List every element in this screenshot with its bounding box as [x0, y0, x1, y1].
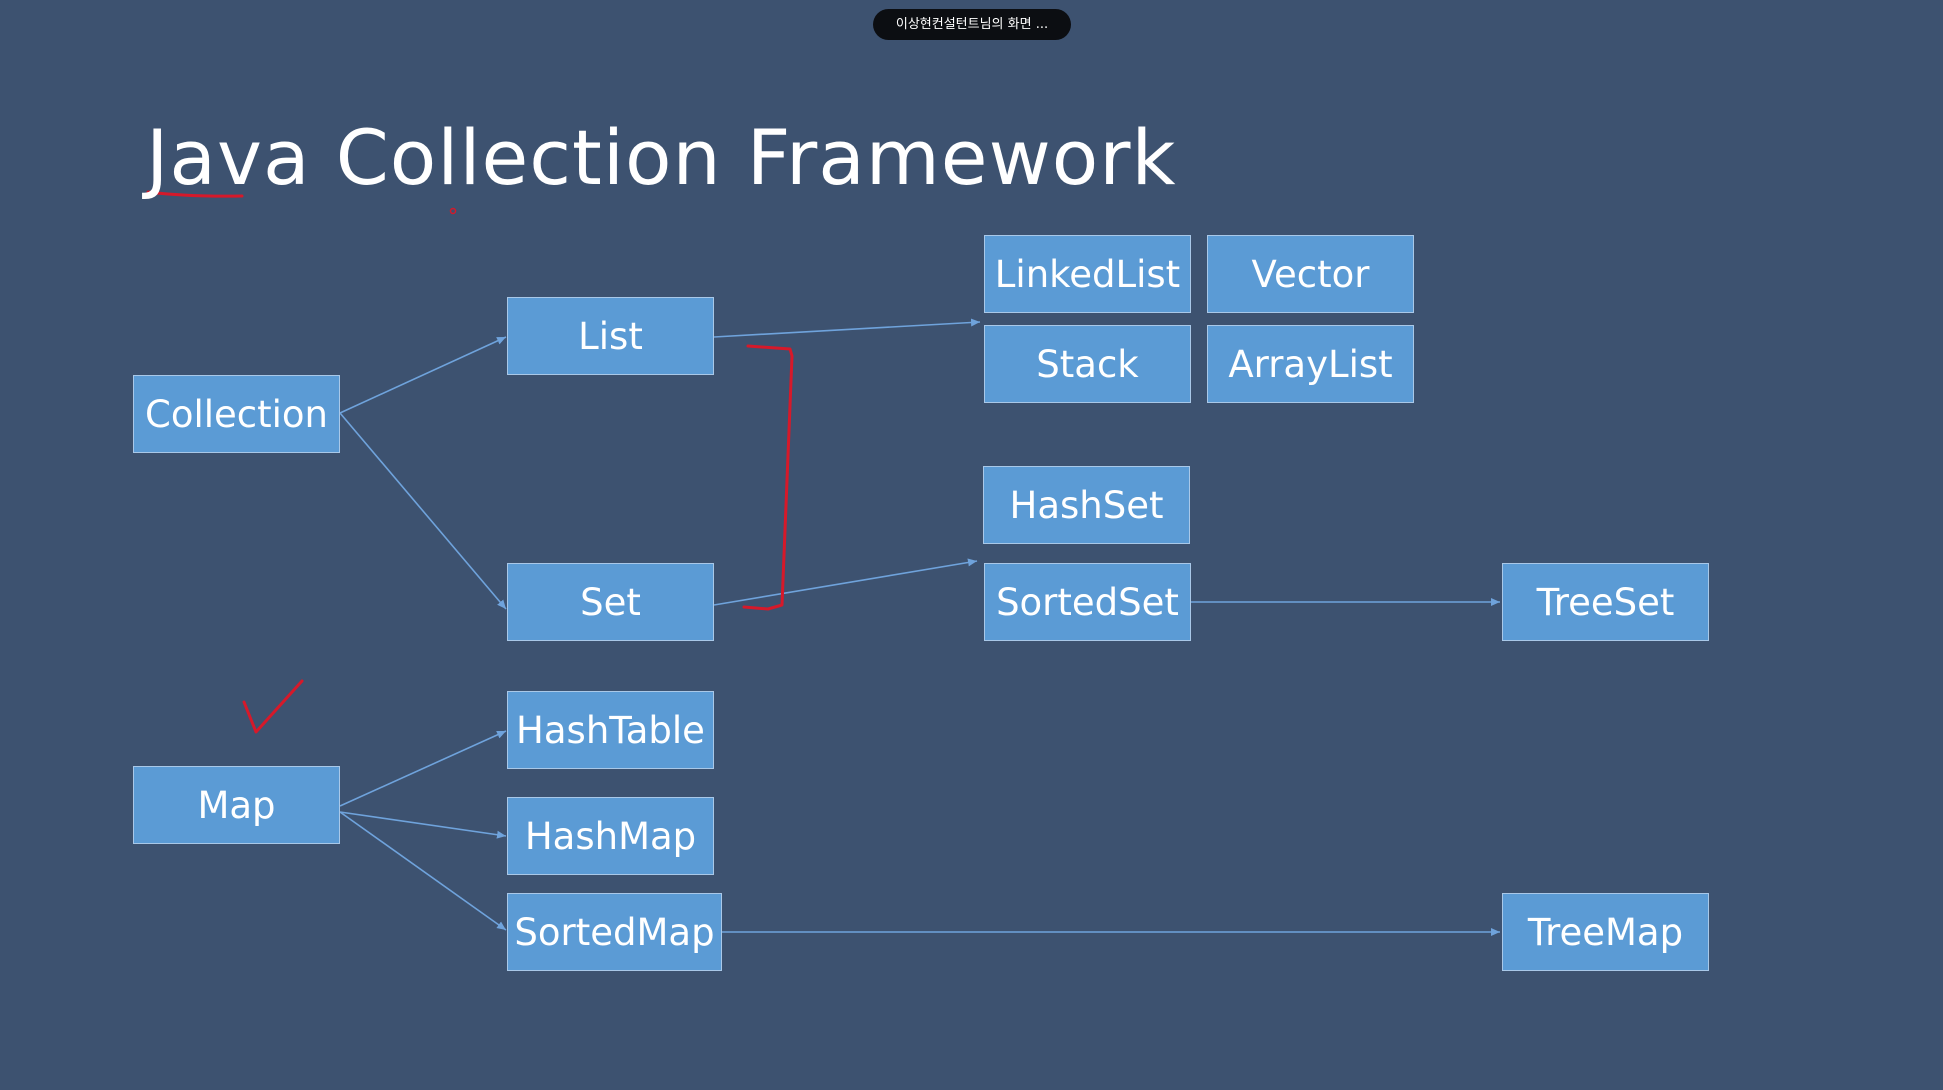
node-treeset: TreeSet	[1502, 563, 1709, 641]
slide-title: Java Collection Framework	[146, 113, 1177, 202]
node-treemap: TreeMap	[1502, 893, 1709, 971]
node-set: Set	[507, 563, 714, 641]
screen-share-indicator[interactable]: 이상현컨설턴트님의 화면 ...	[873, 9, 1071, 40]
node-arraylist: ArrayList	[1207, 325, 1414, 403]
node-stack: Stack	[984, 325, 1191, 403]
node-hashmap: HashMap	[507, 797, 714, 875]
node-map: Map	[133, 766, 340, 844]
node-sortedset: SortedSet	[984, 563, 1191, 641]
node-list: List	[507, 297, 714, 375]
edge-map-hashtable	[339, 730, 507, 807]
edge-map-hashmap	[339, 811, 507, 839]
node-hashset: HashSet	[983, 466, 1190, 544]
edge-collection-list	[339, 336, 507, 414]
edge-collection-set	[339, 412, 507, 610]
edge-list-impls	[713, 318, 981, 338]
bracket-annotation	[742, 344, 794, 611]
node-collection: Collection	[133, 375, 340, 453]
title-underline-annotation	[146, 190, 244, 198]
node-sortedmap: SortedMap	[507, 893, 722, 971]
node-linkedlist: LinkedList	[984, 235, 1191, 313]
edge-set-impls	[713, 558, 978, 606]
checkmark-annotation	[242, 679, 304, 734]
edge-map-sortedmap	[339, 811, 507, 931]
node-hashtable: HashTable	[507, 691, 714, 769]
pointer-dot	[449, 207, 457, 215]
node-vector: Vector	[1207, 235, 1414, 313]
